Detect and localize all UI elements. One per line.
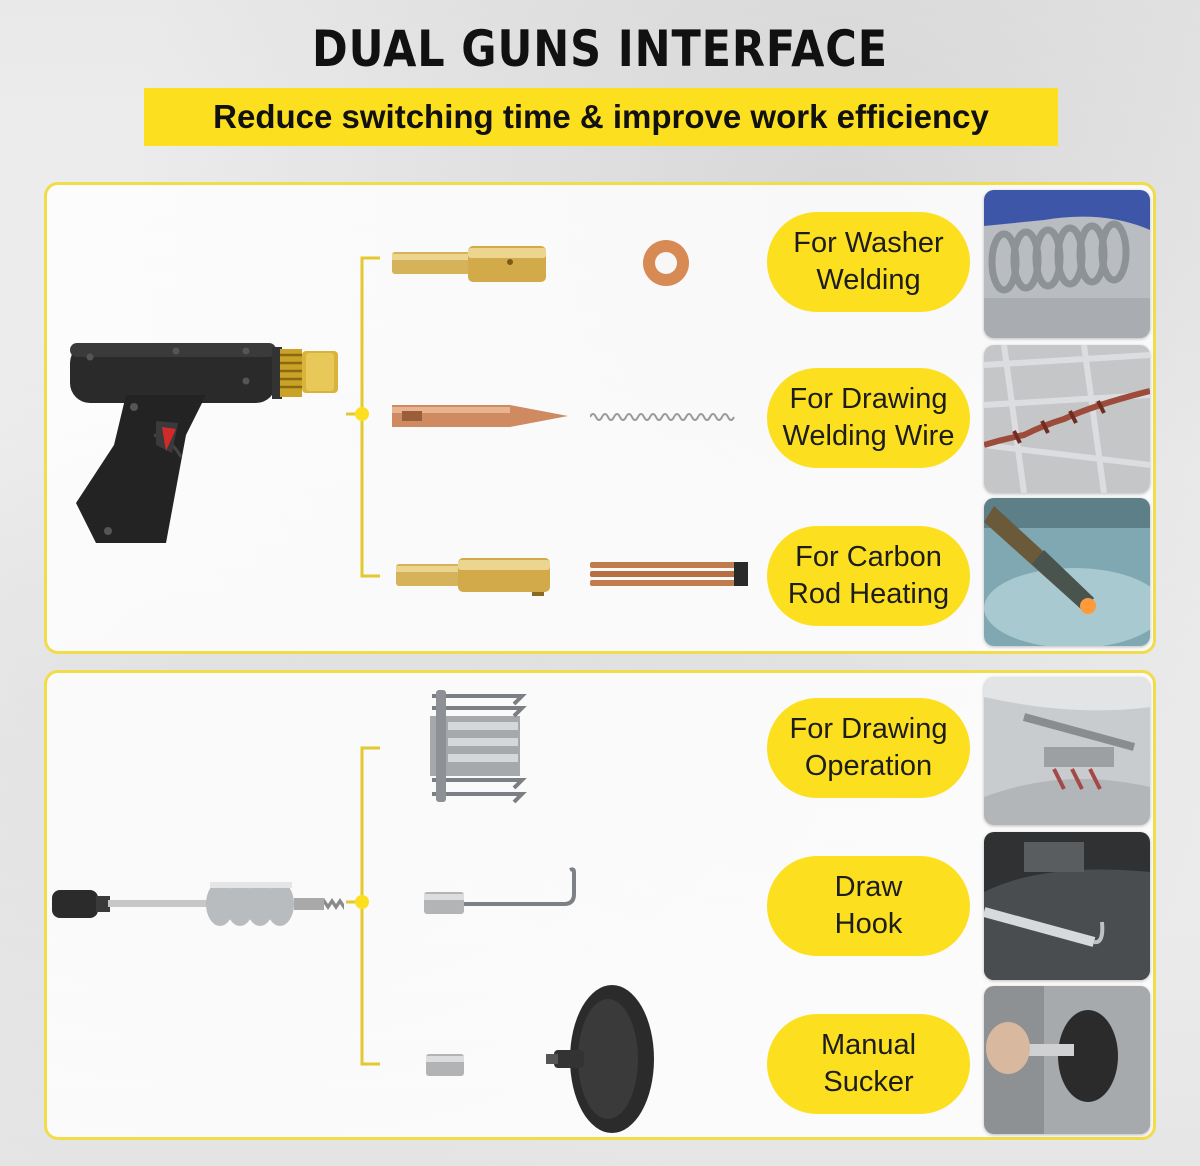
function-label-line1: For Washer [793,227,944,259]
copper-washer-image [638,238,694,288]
welding-gun-image [66,335,346,555]
function-label-line2: Welding Wire [782,420,955,452]
function-label-line1: For Drawing [789,383,948,415]
manual-sucker-photo [984,986,1150,1134]
function-label-line1: For Drawing [789,713,948,745]
welding-wire-image [590,409,740,425]
pulling-claw-image [418,686,530,808]
function-label-line2: Operation [804,750,933,782]
slide-hammer-image [50,876,350,928]
adapter-nut-image [426,1052,466,1078]
function-carbon-rod-heating: For Carbon Rod Heating [767,526,970,626]
connector-bracket [346,254,386,584]
wire-welding-photo [984,345,1150,493]
carbon-electrode-image [396,556,556,596]
function-manual-sucker: Manual Sucker [767,1014,970,1114]
page-subtitle: Reduce switching time & improve work eff… [144,88,1058,146]
drawing-operation-photo [984,677,1150,825]
function-washer-welding: For Washer Welding [767,212,970,312]
function-label-line1: Manual [820,1029,917,1061]
connector-bracket [346,744,386,1070]
suction-cup-image [546,982,658,1136]
function-drawing-operation: For Drawing Operation [767,698,970,798]
hook-tip-image [424,866,580,918]
function-draw-hook: Draw Hook [767,856,970,956]
washer-welding-photo [984,190,1150,338]
page-title: DUAL GUNS INTERFACE [312,20,888,78]
function-label-line1: For Carbon [795,541,942,573]
function-label-line1: Draw [834,871,903,903]
function-drawing-welding-wire: For Drawing Welding Wire [767,368,970,468]
function-label-line2: Rod Heating [787,578,950,610]
function-label-line2: Welding [816,264,921,296]
carbon-rods-image [590,560,752,588]
draw-hook-photo [984,832,1150,980]
function-label-line2: Sucker [823,1066,914,1098]
carbon-rod-photo [984,498,1150,646]
washer-electrode-image [392,244,552,284]
wire-electrode-image [392,402,574,430]
function-label-line2: Hook [834,908,903,940]
